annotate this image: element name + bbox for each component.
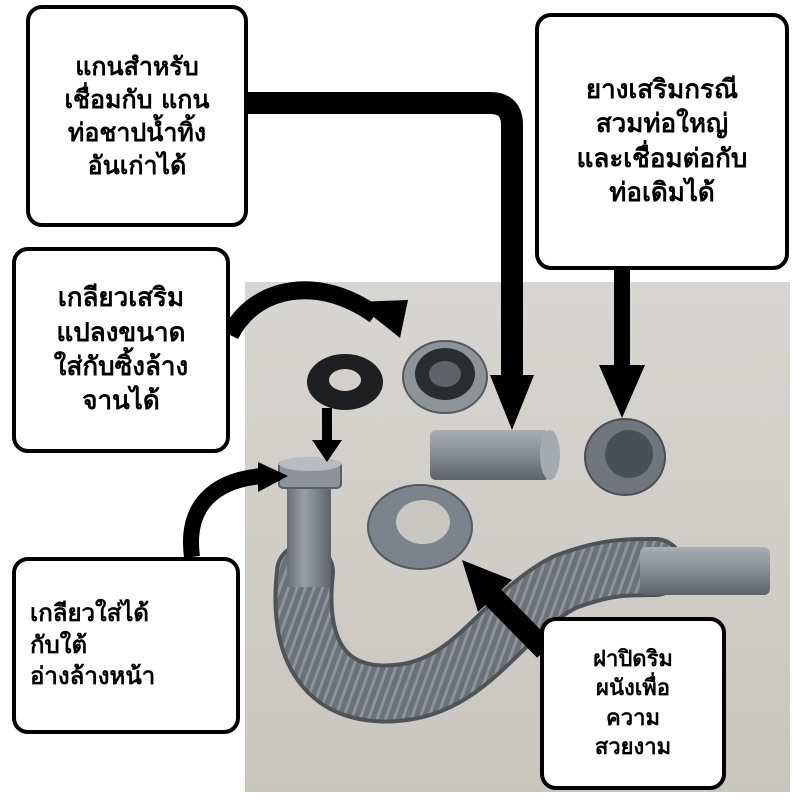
- thread-adapter-core: [429, 361, 461, 387]
- outlet-pipe: [640, 547, 770, 595]
- callout-line: เกลียวใส่ได้: [30, 598, 150, 627]
- rubber-reducer-hole: [605, 430, 653, 478]
- callout-line: ใส่กับซิ้งล้าง: [53, 352, 189, 382]
- callout-line: สวมท่อใหญ่: [595, 109, 729, 140]
- callout-rubber-reducer: ยางเสริมกรณี สวมท่อใหญ่ และเชื่อมต่อกับ …: [535, 13, 789, 270]
- inlet-tube: [287, 477, 331, 587]
- callout-line: ยางเสริมกรณี: [585, 74, 739, 105]
- callout-line: ท่อเดิมได้: [609, 177, 715, 208]
- thread-nut-top: [279, 457, 341, 471]
- callout-line: เชื่อมกับ แกน: [64, 85, 210, 114]
- callout-rod-connector: แกนสำหรับ เชื่อมกับ แกน ท่อชาปน้ำทิ้ง อั…: [26, 5, 248, 227]
- callout-line: อันเก่าได้: [87, 151, 187, 180]
- callout-line: เกลียวเสริม: [57, 283, 185, 314]
- callout-thread-adapter: เกลียวเสริม แปลงขนาด ใส่กับซิ้งล้าง จานไ…: [12, 247, 230, 453]
- rubber-washer-hole: [329, 369, 361, 391]
- callout-line: แกนสำหรับ: [75, 52, 199, 81]
- callout-line: และเชื่อมต่อกับ: [576, 143, 748, 174]
- callout-line: กับใต้: [30, 630, 88, 659]
- wall-cover-hole: [396, 500, 450, 544]
- callout-line: แปลงขนาด: [56, 317, 186, 348]
- callout-basin-thread: เกลียวใส่ได้ กับใต้ อ่างล้างหน้า: [12, 557, 240, 734]
- callout-line: อ่างล้างหน้า: [30, 662, 156, 691]
- rod-connector-end: [540, 430, 560, 480]
- callout-line: จานได้: [82, 386, 160, 417]
- callout-line: สวยงาม: [594, 734, 672, 760]
- callout-line: ความ: [606, 705, 660, 731]
- rod-connector: [430, 430, 550, 480]
- callout-line: ท่อชาปน้ำทิ้ง: [67, 118, 207, 147]
- flexible-hose-ridges: [277, 541, 681, 720]
- callout-line: ผนังเพื่อ: [596, 676, 670, 702]
- callout-wall-cover: ฝาปิดริม ผนังเพื่อ ความ สวยงาม: [540, 617, 726, 790]
- callout-line: ฝาปิดริม: [593, 647, 673, 673]
